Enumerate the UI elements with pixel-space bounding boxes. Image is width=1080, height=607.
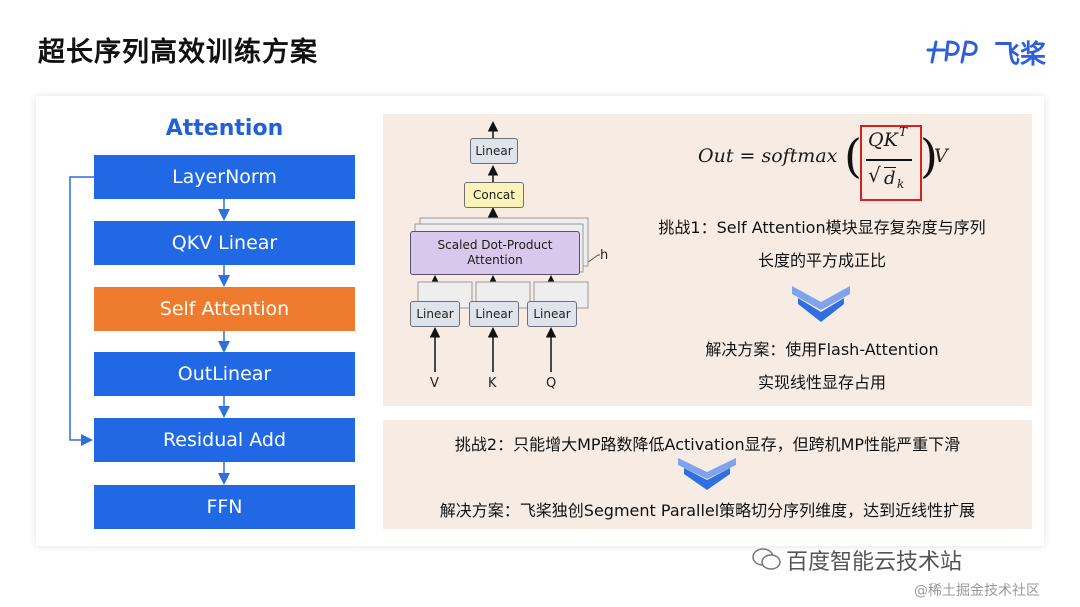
formula-subscript: k (897, 177, 905, 191)
down-chevron-icon-2 (678, 458, 736, 490)
solution1-line2: 实现线性显存占用 (757, 373, 886, 392)
formula-sqrt-icon: √ (868, 163, 881, 187)
linear-k-box: Linear (469, 301, 519, 327)
logo-text: 飞桨 (994, 40, 1047, 70)
wechat-icon (752, 548, 781, 570)
challenge1-line2: 长度的平方成正比 (757, 251, 886, 270)
solution1-line1: 解决方案：使用Flash-Attention (705, 340, 939, 359)
sdpa-line2: Attention (467, 253, 523, 267)
formula-right-paren: ) (920, 129, 938, 183)
formula-denominator: d (884, 167, 896, 189)
formula-highlight-box (860, 125, 922, 201)
down-chevron-icon-1 (792, 286, 850, 322)
formula-superscript: T (899, 125, 908, 139)
scaled-dot-product-box: Scaled Dot-Product Attention (410, 231, 580, 275)
input-k-label: K (488, 376, 497, 391)
solution2-line: 解决方案：飞桨独创Segment Parallel策略切分序列维度，达到近线性扩… (439, 501, 976, 520)
paddle-logo-icon (926, 40, 978, 64)
block-outlinear: OutLinear (94, 352, 355, 396)
linear-output-box: Linear (470, 138, 518, 164)
block-self-attention: Self Attention (94, 287, 355, 331)
input-v-label: V (430, 376, 439, 391)
linear-v-box: Linear (410, 301, 460, 327)
watermark-secondary: @稀土掘金技术社区 (914, 583, 1040, 599)
formula-fraction-bar (866, 159, 912, 161)
input-q-label: Q (546, 376, 557, 391)
block-ffn: FFN (94, 485, 355, 529)
linear-q-box: Linear (527, 301, 577, 327)
concat-box: Concat (464, 182, 524, 208)
block-qkv-linear: QKV Linear (94, 221, 355, 265)
block-residual-add: Residual Add (94, 418, 355, 462)
sdpa-line1: Scaled Dot-Product (437, 238, 553, 252)
formula-left-paren: ( (844, 129, 862, 183)
formula-lhs: Out = softmax (698, 145, 838, 167)
formula-numerator: QK (868, 129, 898, 151)
heads-label: h (600, 248, 609, 263)
page-title: 超长序列高效训练方案 (38, 37, 318, 68)
formula-rhs: V (934, 145, 948, 167)
watermark-primary: 百度智能云技术站 (786, 550, 963, 575)
softmax-formula: Out = softmax ( QK T √ d k ) V (694, 125, 964, 201)
challenge2-line: 挑战2：只能增大MP路数降低Activation显存，但跨机MP性能严重下滑 (454, 435, 961, 454)
block-layernorm: LayerNorm (94, 155, 355, 199)
attention-heading: Attention (165, 116, 284, 141)
challenge1-line1: 挑战1：Self Attention模块显存复杂度与序列 (658, 218, 986, 237)
